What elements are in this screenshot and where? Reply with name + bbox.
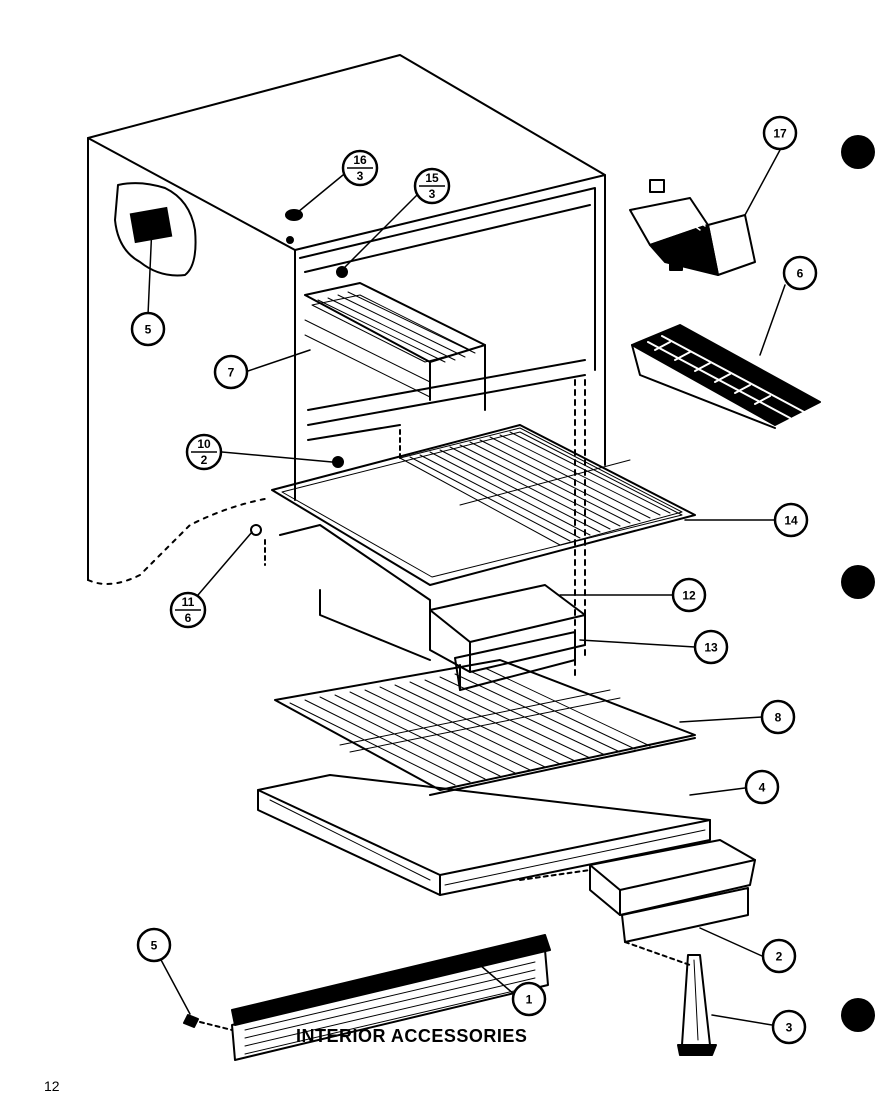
ice-maker bbox=[629, 179, 756, 276]
callout-7: 7 bbox=[213, 354, 249, 390]
freezer-wire-shelf bbox=[304, 282, 486, 411]
svg-text:2: 2 bbox=[201, 453, 208, 467]
svg-text:3: 3 bbox=[429, 187, 436, 201]
glass-shelf bbox=[271, 424, 696, 586]
crisper-cover bbox=[257, 774, 711, 896]
callout-17: 17 bbox=[762, 115, 798, 151]
callout-14: 14 bbox=[773, 502, 809, 538]
registration-dot bbox=[841, 565, 875, 599]
svg-text:17: 17 bbox=[773, 127, 787, 141]
page-number: 12 bbox=[44, 1078, 60, 1094]
callout-13: 13 bbox=[693, 629, 729, 665]
svg-text:15: 15 bbox=[425, 171, 439, 185]
leveling-leg bbox=[677, 954, 717, 1056]
svg-text:5: 5 bbox=[151, 939, 158, 953]
hardware-10 bbox=[332, 456, 344, 468]
svg-text:1: 1 bbox=[526, 993, 533, 1007]
svg-text:16: 16 bbox=[353, 153, 367, 167]
cabinet bbox=[87, 54, 606, 681]
callout-2: 2 bbox=[761, 938, 797, 974]
callout-12: 12 bbox=[671, 577, 707, 613]
svg-text:5: 5 bbox=[145, 323, 152, 337]
callout-16-3: 16 3 bbox=[341, 149, 379, 187]
callout-10-2: 10 2 bbox=[185, 433, 223, 471]
svg-text:3: 3 bbox=[786, 1021, 793, 1035]
callout-9: 5 bbox=[130, 311, 166, 347]
svg-text:4: 4 bbox=[759, 781, 766, 795]
svg-text:10: 10 bbox=[197, 437, 211, 451]
svg-text:7: 7 bbox=[228, 366, 235, 380]
svg-text:11: 11 bbox=[182, 595, 195, 609]
lower-wire-shelf bbox=[274, 659, 696, 796]
svg-text:13: 13 bbox=[704, 641, 718, 655]
callout-8: 8 bbox=[760, 699, 796, 735]
callout-1: 1 bbox=[511, 981, 547, 1017]
svg-text:6: 6 bbox=[797, 267, 804, 281]
svg-text:3: 3 bbox=[357, 169, 364, 183]
svg-text:8: 8 bbox=[775, 711, 782, 725]
registration-dot bbox=[841, 135, 875, 169]
callout-15-3: 15 3 bbox=[413, 167, 451, 205]
lower-drawer bbox=[519, 839, 756, 966]
svg-text:12: 12 bbox=[682, 589, 696, 603]
callout-4: 4 bbox=[744, 769, 780, 805]
svg-text:14: 14 bbox=[784, 514, 798, 528]
callout-5: 5 bbox=[136, 927, 172, 963]
svg-text:6: 6 bbox=[185, 611, 192, 625]
callout-11-6: 11 6 bbox=[169, 591, 207, 629]
diagram-title: INTERIOR ACCESSORIES bbox=[296, 1026, 528, 1046]
crisper-assembly bbox=[264, 524, 586, 691]
leader-lines bbox=[147, 149, 786, 1026]
registration-dot bbox=[841, 998, 875, 1032]
control-panel bbox=[114, 182, 197, 277]
svg-text:2: 2 bbox=[776, 950, 783, 964]
hardware-15 bbox=[336, 266, 348, 278]
hardware-11 bbox=[250, 524, 262, 536]
callout-6: 6 bbox=[782, 255, 818, 291]
grille bbox=[183, 934, 551, 1061]
ice-tray bbox=[631, 324, 821, 429]
callout-3: 3 bbox=[771, 1009, 807, 1045]
